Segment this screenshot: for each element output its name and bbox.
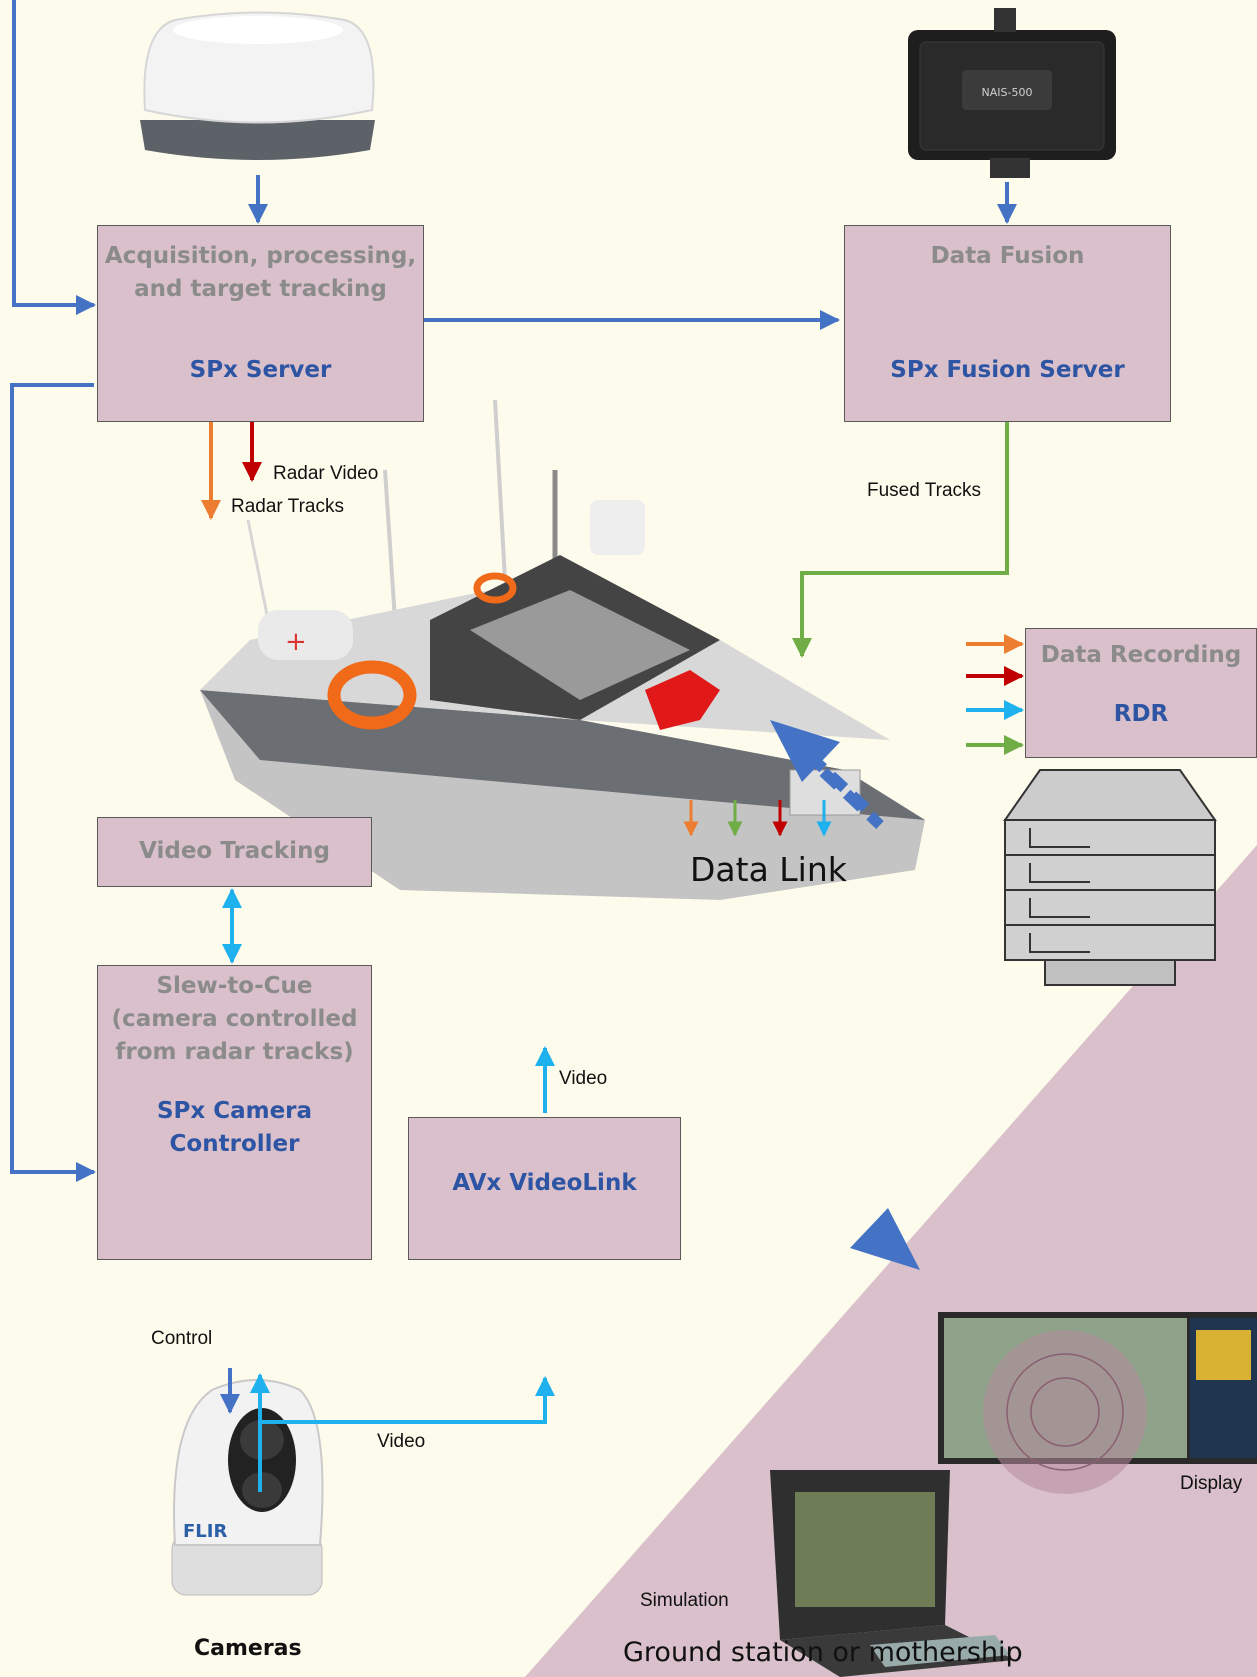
cameras-label: Cameras	[194, 1636, 302, 1661]
video-tracking-title: Video Tracking	[139, 838, 330, 864]
camera-logo: FLIR	[183, 1521, 227, 1542]
radar-tracks-label: Radar Tracks	[231, 496, 344, 517]
slew-to-cue-title: Slew-to-Cue (camera controlled from rada…	[111, 973, 358, 1065]
flir-camera-icon: FLIR	[171, 1379, 324, 1596]
videolink-box: AVx VideoLink	[408, 1117, 681, 1260]
ais-receiver-icon: NAIS-500	[908, 8, 1116, 178]
ground-station-label: Ground station or mothership	[623, 1637, 1023, 1668]
radar-display-screen-icon	[938, 1312, 1257, 1494]
acquisition-product: SPx Server	[189, 357, 332, 383]
unmanned-surface-vessel-icon: +	[200, 399, 925, 900]
fusion-box: Data Fusion SPx Fusion Server	[844, 225, 1171, 422]
slew-to-cue-box: Slew-to-Cue (camera controlled from rada…	[97, 965, 372, 1260]
fusion-product: SPx Fusion Server	[890, 357, 1125, 383]
svg-text:+: +	[285, 627, 307, 657]
videolink-product: AVx VideoLink	[452, 1170, 637, 1196]
acquisition-box: Acquisition, processing, and target trac…	[97, 225, 424, 422]
acquisition-title: Acquisition, processing, and target trac…	[104, 243, 417, 302]
rugged-laptop-icon	[770, 1470, 1015, 1677]
fused-tracks-label: Fused Tracks	[867, 480, 982, 501]
radar-video-label: Radar Video	[273, 463, 379, 484]
video-up-label: Video	[559, 1068, 608, 1089]
simulation-label: Simulation	[640, 1590, 729, 1611]
server-rack-icon	[1003, 769, 1217, 986]
ais-model-label: NAIS-500	[982, 86, 1033, 99]
video-tracking-box: Video Tracking	[97, 817, 372, 887]
recording-title: Data Recording	[1040, 642, 1242, 668]
recording-product: RDR	[1113, 701, 1169, 727]
control-label: Control	[151, 1328, 213, 1349]
video-bottom-label: Video	[377, 1431, 426, 1452]
recording-box: Data Recording RDR	[1025, 628, 1257, 758]
data-link-label: Data Link	[690, 850, 847, 889]
fusion-title: Data Fusion	[930, 243, 1085, 269]
radar-dome-icon	[140, 11, 375, 160]
data-link-arrow	[770, 720, 920, 1270]
display-label: Display	[1180, 1473, 1243, 1494]
camera-controller-product: SPx Camera Controller	[156, 1098, 313, 1157]
